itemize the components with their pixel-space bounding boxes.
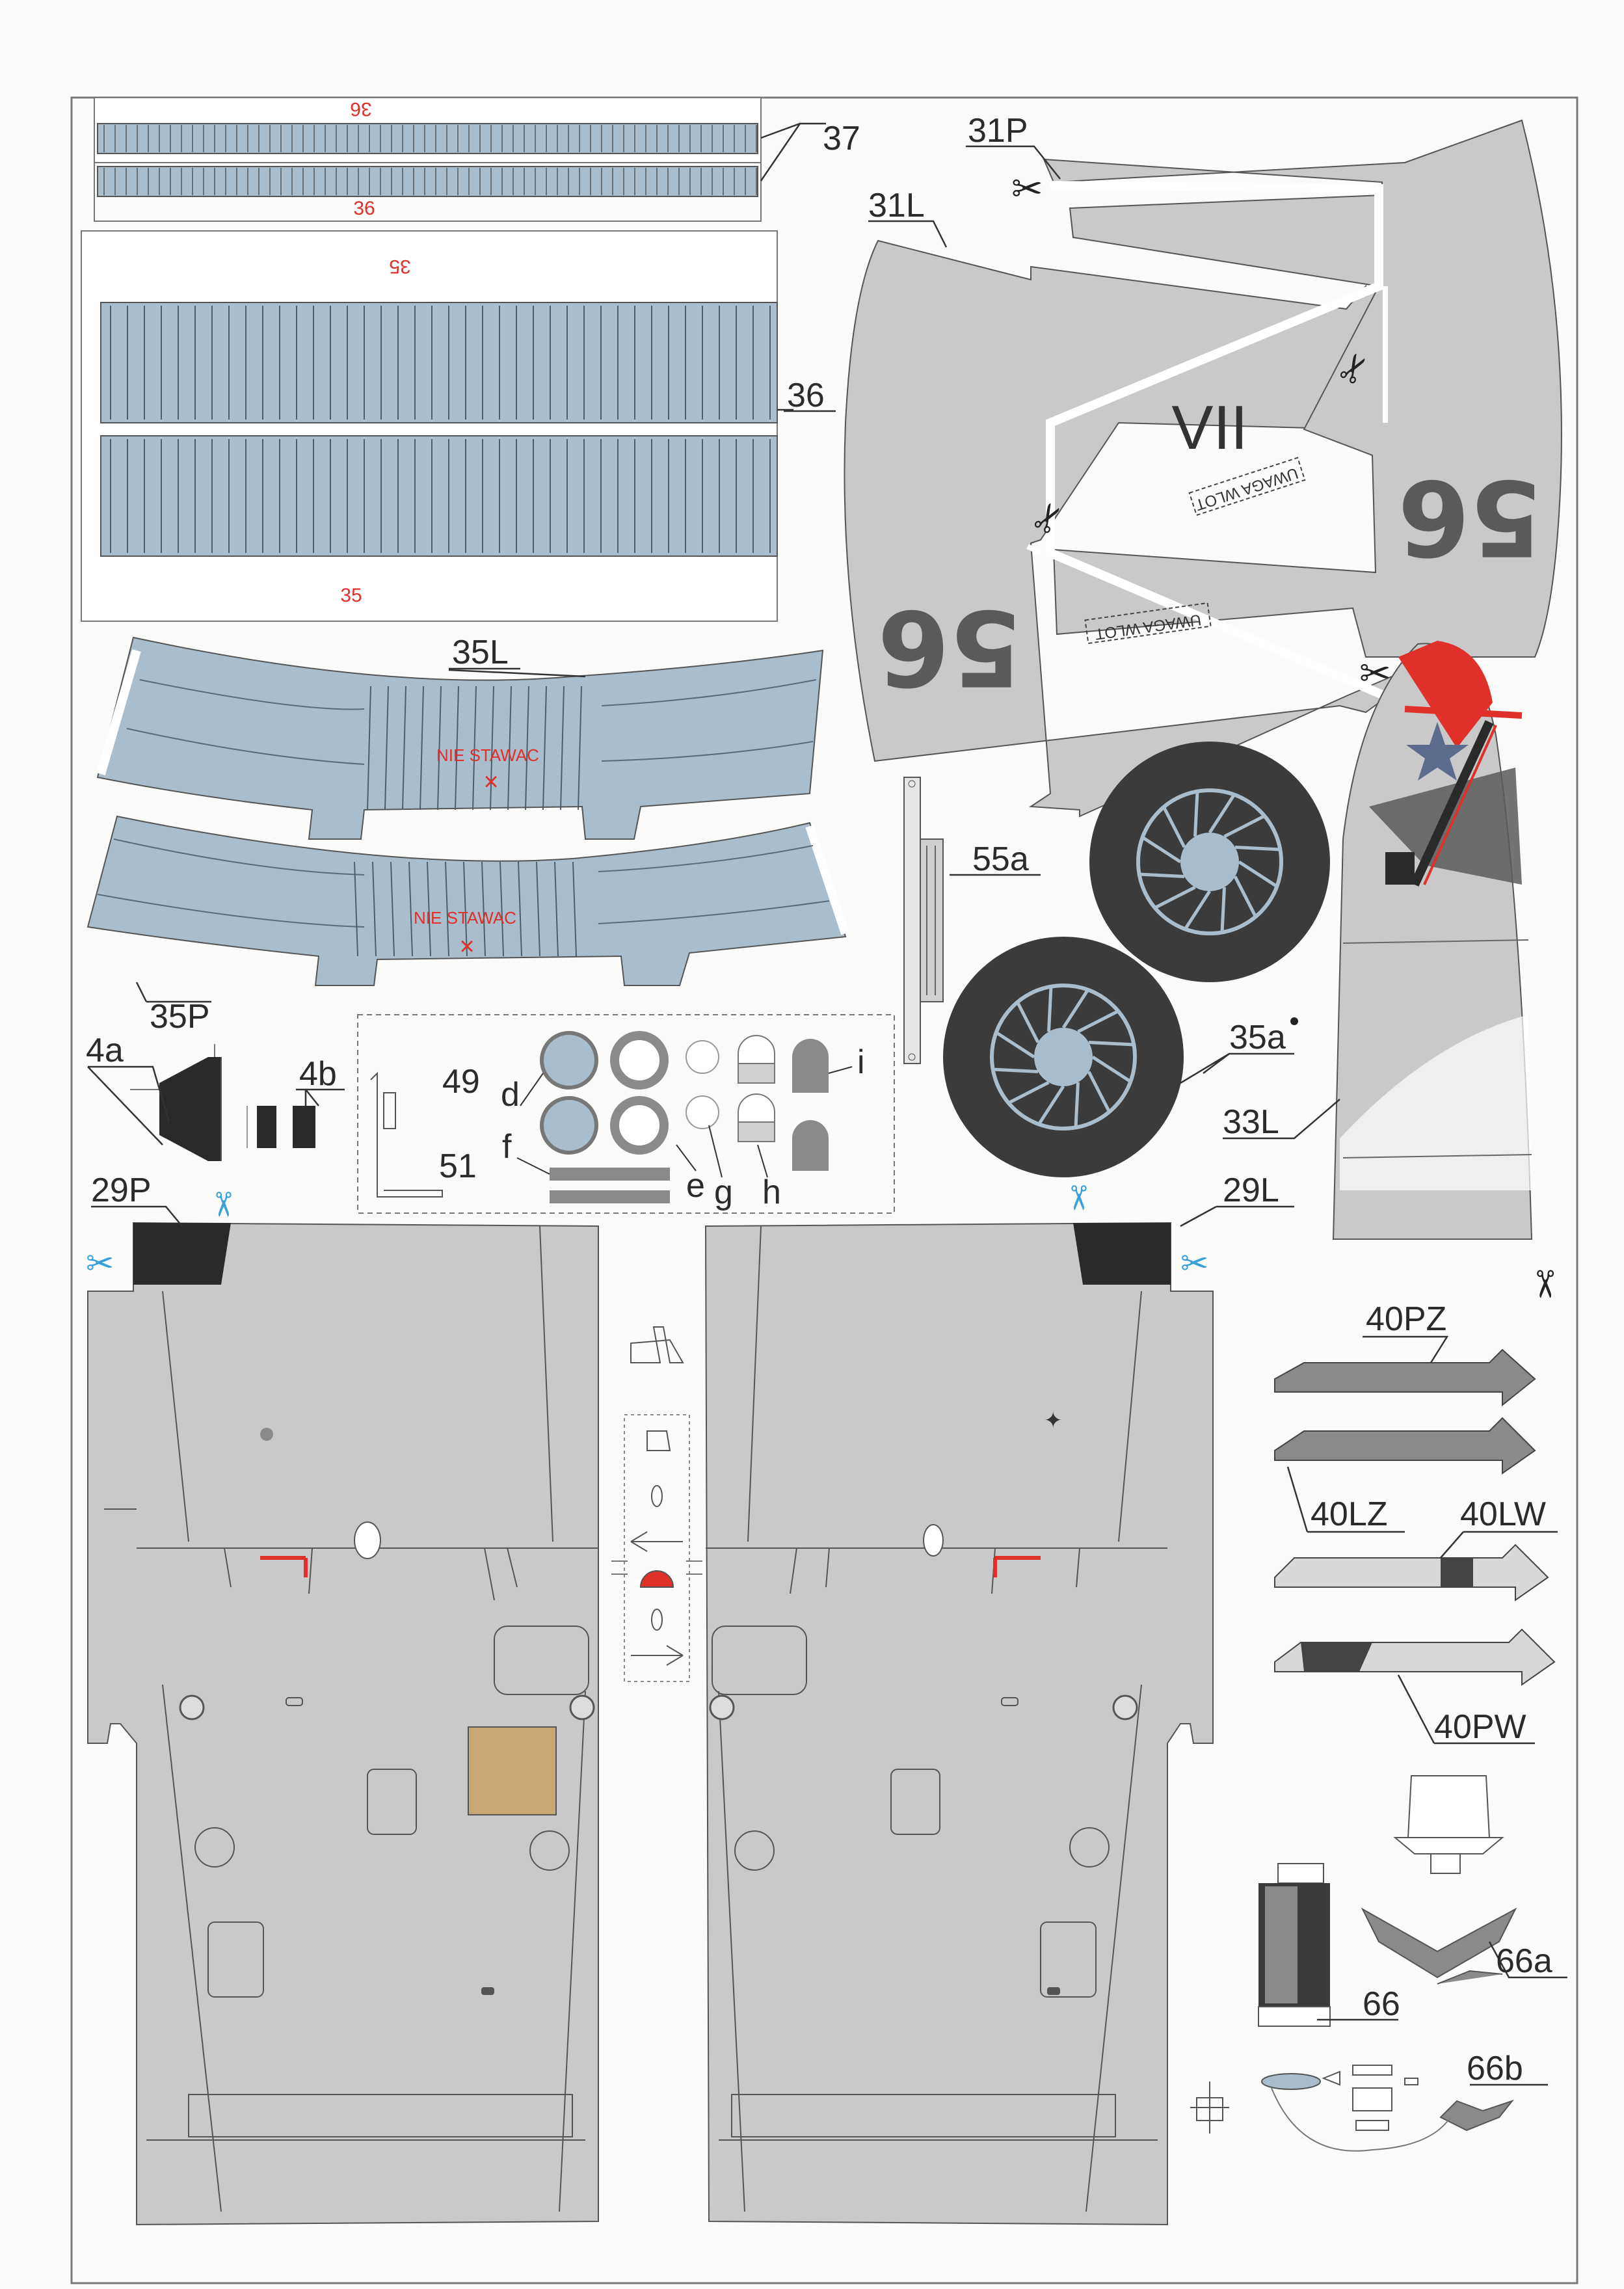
svg-text:✂: ✂ bbox=[1180, 1244, 1209, 1283]
leader-40PW bbox=[1397, 1674, 1535, 1745]
label-49: 49 bbox=[442, 1063, 480, 1101]
leader-35a bbox=[1180, 1052, 1294, 1084]
leader-31P bbox=[966, 145, 1061, 180]
label-31P: 31P bbox=[968, 112, 1028, 150]
part-36-number-mid: 36 bbox=[353, 198, 375, 219]
label-37: 37 bbox=[823, 120, 860, 157]
label-31L: 31L bbox=[868, 187, 925, 224]
part-35-number-bottom: 35 bbox=[340, 585, 362, 606]
part-36-number-top: 36 bbox=[350, 98, 371, 120]
label-f: f bbox=[502, 1128, 512, 1166]
label-40PW: 40PW bbox=[1434, 1708, 1526, 1746]
leader-29P bbox=[91, 1205, 183, 1227]
label-4a: 4a bbox=[86, 1032, 124, 1069]
label-i: i bbox=[857, 1043, 865, 1081]
label-29P: 29P bbox=[91, 1171, 152, 1209]
nie-stawac-35P: NIE STAWAC bbox=[414, 908, 516, 928]
leader-33L bbox=[1223, 1099, 1340, 1140]
leader-4b bbox=[296, 1088, 345, 1106]
label-g: g bbox=[714, 1173, 733, 1211]
part-35L: NIE STAWAC × bbox=[96, 636, 824, 840]
svg-text:×: × bbox=[459, 932, 474, 961]
part-29L-fuselage: ✦ bbox=[704, 1222, 1214, 2226]
parts-49-51-set bbox=[370, 1031, 829, 1203]
part-37-strips bbox=[94, 97, 762, 222]
svg-text:✂: ✂ bbox=[1058, 1184, 1097, 1212]
label-33L: 33L bbox=[1223, 1103, 1279, 1141]
leader-37 bbox=[760, 122, 826, 181]
part-35a-wheels bbox=[943, 742, 1330, 1177]
label-66b: 66b bbox=[1467, 2050, 1523, 2087]
label-40LZ: 40LZ bbox=[1311, 1495, 1388, 1533]
label-40LW: 40LW bbox=[1460, 1495, 1546, 1533]
label-4b: 4b bbox=[299, 1055, 337, 1093]
part-31-wing: VII 56 56 UWAGA WLOT UWAGA WLOT bbox=[844, 119, 1562, 818]
part-35P: NIE STAWAC × bbox=[87, 815, 850, 986]
marking-56-upper: 56 bbox=[1398, 457, 1543, 578]
scissors-icon: ✂ ✂ ✂ ✂ bbox=[86, 1184, 1209, 1283]
leader-35P bbox=[135, 982, 211, 1003]
center-small-parts bbox=[611, 1326, 702, 1682]
part-55a bbox=[903, 777, 944, 1064]
label-29L: 29L bbox=[1223, 1171, 1279, 1209]
leader-40LZ bbox=[1286, 1466, 1405, 1533]
star-icon bbox=[1406, 722, 1469, 781]
svg-text:✂: ✂ bbox=[203, 1190, 242, 1219]
label-66a: 66a bbox=[1496, 1942, 1552, 1980]
nie-stawac-35L: NIE STAWAC bbox=[436, 745, 539, 765]
label-35a: 35a bbox=[1229, 1019, 1286, 1056]
part-33L-tail bbox=[1332, 641, 1533, 1240]
marking-vii: VII bbox=[1171, 393, 1247, 462]
svg-text:✂: ✂ bbox=[1011, 167, 1043, 211]
svg-text:✦: ✦ bbox=[1044, 1408, 1063, 1434]
part-66-set bbox=[1190, 1775, 1517, 2152]
label-51: 51 bbox=[439, 1147, 477, 1185]
label-e: e bbox=[686, 1167, 705, 1205]
svg-text:✂: ✂ bbox=[1523, 1268, 1567, 1300]
leader-4a bbox=[87, 1065, 170, 1145]
leader-31L bbox=[868, 220, 948, 248]
label-h: h bbox=[762, 1173, 781, 1211]
part-40-set bbox=[1274, 1348, 1556, 1686]
part-29P-fuselage bbox=[87, 1222, 599, 2226]
uwaga-wlot-1: UWAGA WLOT bbox=[1193, 464, 1300, 514]
label-d: d bbox=[501, 1076, 520, 1114]
label-35L: 35L bbox=[452, 634, 509, 671]
part-4a-4b bbox=[130, 1044, 315, 1161]
marking-56-lower: 56 bbox=[877, 587, 1022, 708]
leader-40PZ bbox=[1363, 1335, 1449, 1363]
label-36: 36 bbox=[787, 377, 825, 414]
label-35P: 35P bbox=[150, 998, 210, 1036]
label-66: 66 bbox=[1363, 1985, 1400, 2023]
leader-66a bbox=[1488, 1941, 1567, 1979]
label-55a: 55a bbox=[972, 840, 1029, 878]
leader-35L bbox=[448, 669, 586, 678]
small-parts-box bbox=[357, 1014, 895, 1214]
part-36-panels bbox=[81, 230, 778, 622]
svg-text:×: × bbox=[483, 768, 498, 796]
page-frame bbox=[70, 96, 1578, 2284]
leader-29L bbox=[1180, 1205, 1294, 1227]
label-40PZ: 40PZ bbox=[1366, 1300, 1446, 1338]
leader-40LW bbox=[1440, 1531, 1558, 1559]
svg-text:✂: ✂ bbox=[86, 1244, 114, 1283]
part-35-number-top: 35 bbox=[389, 256, 410, 277]
